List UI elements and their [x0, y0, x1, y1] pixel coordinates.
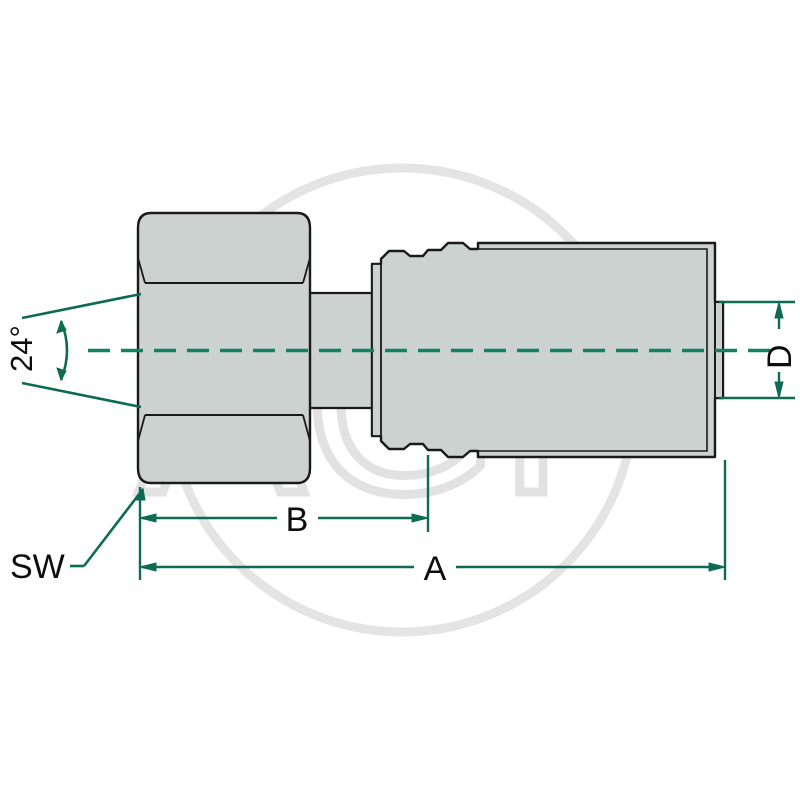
dimension-a-arrow-right: [708, 562, 726, 572]
angle-label: 24°: [4, 325, 39, 372]
ferrule-inner-line-bottom: [478, 445, 708, 452]
hex-nut-body: [136, 211, 312, 485]
sw-label: SW: [10, 548, 65, 586]
hex-nut-bevel-lower-right: [302, 414, 311, 442]
extension-lines-group: [138, 455, 727, 580]
dimension-a-label: A: [424, 550, 447, 588]
angle-leader-lower: [21, 381, 142, 409]
hex-nut-bevel-upper-left: [137, 257, 146, 284]
dimension-a-group: A: [139, 550, 726, 588]
hex-nut-bevel-upper-right: [302, 257, 311, 284]
dimension-b-arrow-right: [411, 513, 429, 523]
angle-arrow-upper: [56, 319, 67, 334]
hex-nut-bevel-lower-left: [137, 414, 146, 442]
dimension-b-arrow-left: [139, 513, 157, 523]
angle-arrow-lower: [56, 367, 67, 382]
dimension-d-arrow-bottom: [774, 381, 784, 399]
angle-leader-upper: [21, 292, 142, 320]
dimension-d-label: D: [761, 344, 799, 369]
sw-dimension-group: SW: [10, 487, 146, 586]
dimension-a-arrow-left: [139, 562, 157, 572]
dimension-d-arrow-top: [774, 301, 784, 319]
dimension-b-group: B: [139, 501, 429, 539]
sw-leader-diagonal: [82, 488, 145, 567]
dimension-b-label: B: [286, 501, 309, 539]
part-geometry-group: [136, 211, 725, 485]
angle-dimension-group: 24°: [4, 292, 142, 409]
ferrule-left-collar: [371, 263, 382, 437]
dimension-d-group: D: [719, 300, 799, 400]
ferrule-inner-line-top: [478, 248, 708, 255]
